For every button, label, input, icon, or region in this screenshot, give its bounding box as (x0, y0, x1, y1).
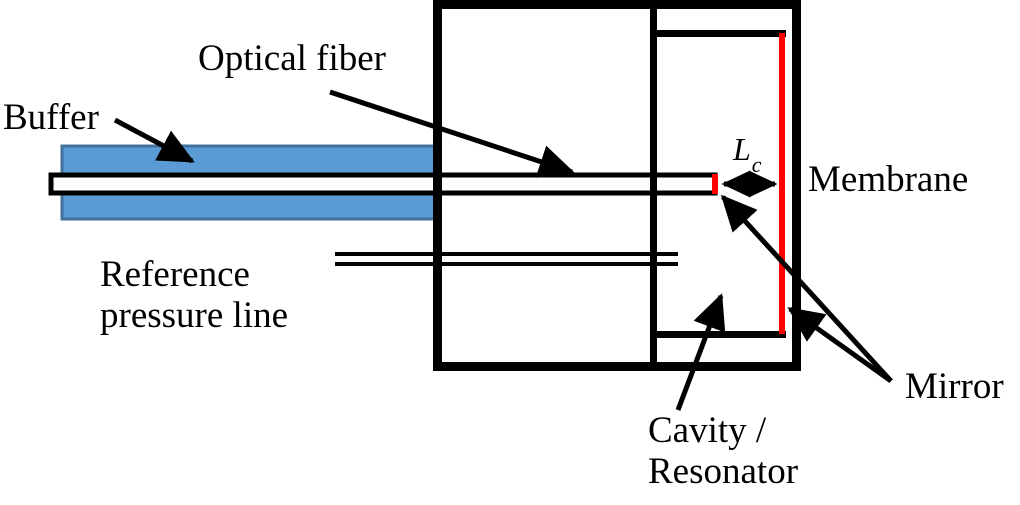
housing-right-wall-membrane (792, 0, 801, 371)
sensor-housing (433, 0, 801, 371)
lc-symbol: L (733, 131, 751, 167)
reference-pressure-line-graphic (335, 252, 678, 266)
label-cavity-length: Lc (733, 131, 762, 177)
housing-top-wall (433, 0, 801, 9)
label-buffer: Buffer (3, 97, 99, 138)
mirror-membrane (779, 33, 785, 334)
optical-fiber (48, 172, 718, 196)
label-mirror: Mirror (905, 366, 1004, 407)
optical-fiber-arrow (329, 89, 575, 178)
leader-arrows (113, 89, 893, 411)
label-optical-fiber: Optical fiber (198, 38, 386, 79)
housing-top-notch (653, 30, 786, 37)
cavity-arrow (675, 293, 726, 411)
housing-bottom-notch (653, 331, 786, 338)
buffer-arrow (113, 117, 195, 164)
mirror-fiber-tip (712, 174, 718, 194)
mirror-arrow-fiber-tip (720, 194, 893, 383)
housing-inner-divider (650, 0, 657, 371)
housing-bottom-wall (433, 362, 801, 371)
housing-left-wall (433, 0, 442, 371)
mirror-arrow-membrane (787, 306, 893, 384)
label-membrane: Membrane (808, 159, 969, 200)
fiber-core (48, 172, 718, 196)
label-reference-pressure-line: Reference pressure line (100, 254, 289, 337)
label-cavity-resonator: Cavity / Resonator (648, 410, 799, 493)
lc-subscript: c (751, 152, 762, 178)
mirrors (712, 33, 785, 334)
